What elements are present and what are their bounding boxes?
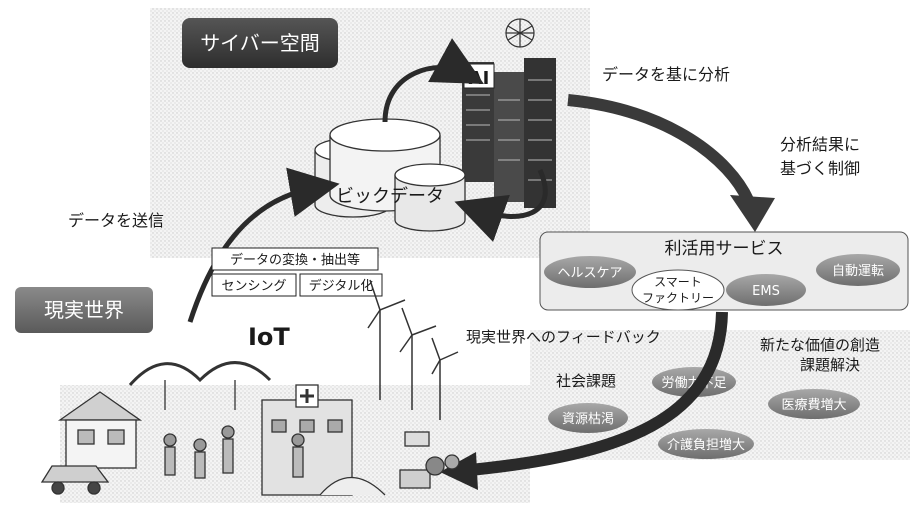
service-smart-factory xyxy=(631,269,725,311)
analyze-label: データを基に分析 xyxy=(602,65,730,84)
service-healthcare xyxy=(544,256,636,288)
bigdata-to-ai-arrow xyxy=(382,38,484,123)
real-world-label: 現実世界 xyxy=(44,298,124,322)
iot-label: IoT xyxy=(248,323,290,351)
value-label-line1: 新たな価値の創造 xyxy=(760,336,880,354)
service-smart-label: スマート xyxy=(654,275,702,289)
control-arrow xyxy=(567,94,754,203)
ai-server-icon xyxy=(462,58,556,208)
big-data-label: ビックデータ xyxy=(336,186,444,207)
service-ems-label: EMS xyxy=(752,284,780,299)
issue-care-burden xyxy=(658,429,754,459)
tag-sensing: センシング xyxy=(221,279,286,294)
tag-convert: データの変換・抽出等 xyxy=(230,252,360,268)
real-world-illustration xyxy=(40,361,460,496)
ai-network-icon xyxy=(505,18,535,48)
feedback-arrow-head xyxy=(440,452,478,490)
tag-sensing-box xyxy=(211,273,297,297)
tag-convert-box xyxy=(211,247,379,271)
tag-digital-box xyxy=(299,273,383,297)
ai-label: AI xyxy=(469,68,490,89)
issues-title: 社会課題 xyxy=(556,372,616,390)
send-data-label: データを送信 xyxy=(68,211,164,230)
ai-to-bigdata-arrow xyxy=(454,168,548,242)
issue-resource-label: 資源枯渇 xyxy=(562,411,614,427)
issue-labor-shortage xyxy=(652,367,736,397)
control-arrow-head xyxy=(730,195,775,232)
service-factory-label: ファクトリー xyxy=(642,291,714,305)
service-autodrive xyxy=(816,254,900,286)
feedback-label: 現実世界へのフィードバック xyxy=(466,328,661,346)
services-title: 利活用サービス xyxy=(665,239,784,259)
send-data-arrow xyxy=(187,167,340,323)
cyber-space-box xyxy=(182,18,338,68)
issue-resource-depletion xyxy=(548,403,628,433)
wind-turbine-icons xyxy=(367,279,459,420)
real-world-box xyxy=(15,287,153,333)
service-healthcare-label: ヘルスケア xyxy=(557,266,622,281)
cyber-space-label: サイバー空間 xyxy=(200,31,320,55)
service-ems xyxy=(726,274,806,306)
issue-medical-cost xyxy=(768,389,860,419)
issue-medical-label: 医療費増大 xyxy=(781,398,846,413)
service-autodrive-label: 自動運転 xyxy=(832,264,884,279)
control-label-line2: 基づく制御 xyxy=(780,159,860,178)
issue-care-label: 介護負担増大 xyxy=(667,437,745,453)
control-label-line1: 分析結果に xyxy=(780,135,860,154)
value-label-line2: 課題解決 xyxy=(800,356,860,374)
tag-digital: デジタル化 xyxy=(309,278,374,294)
feedback-arrow xyxy=(469,311,728,476)
